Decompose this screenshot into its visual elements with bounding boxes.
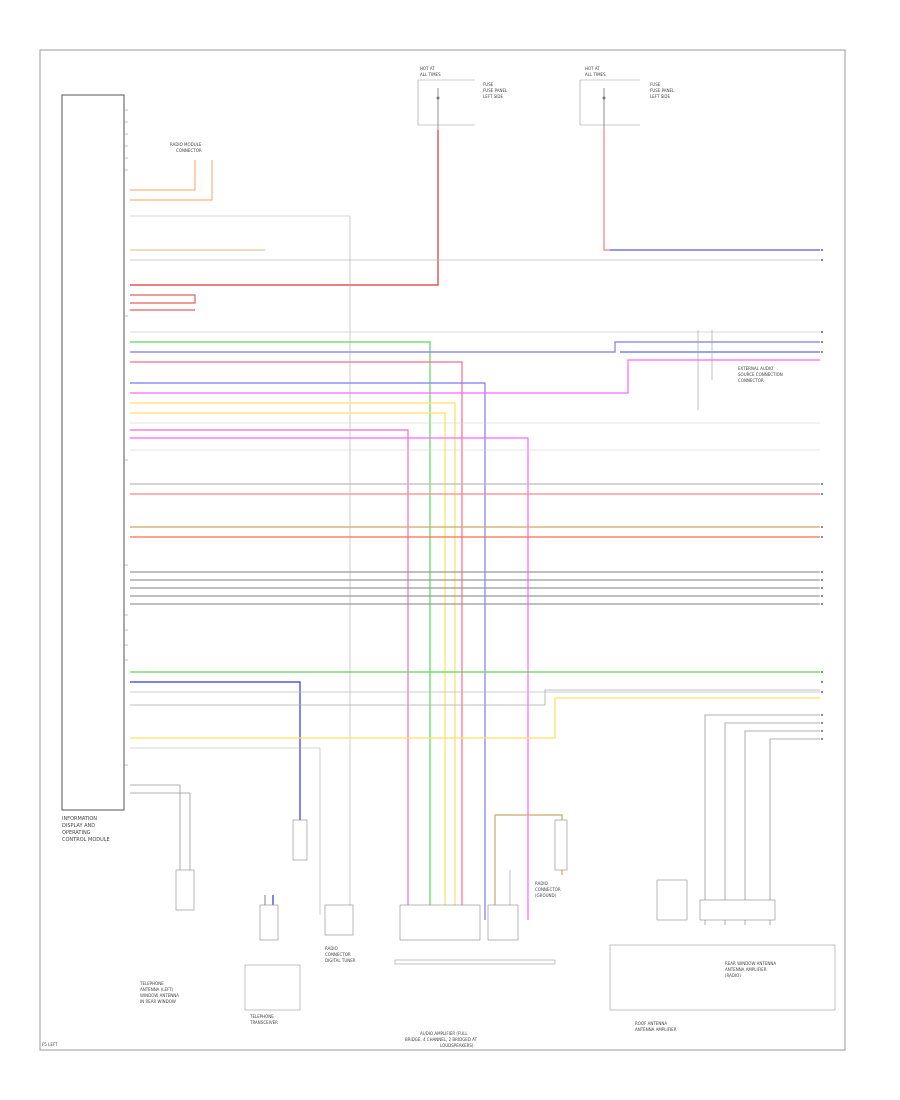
diagram-frame: [39, 49, 846, 1051]
external-audio-connector: EXTERNAL AUDIO SOURCE CONNECTION CONNECT…: [697, 330, 783, 410]
right-terminals: [821, 249, 823, 740]
module-label-line2: DISPLAY AND: [62, 823, 95, 829]
fuse-left-title: HOT AT: [420, 66, 435, 71]
radio-antenna-line1: TELEPHONE: [139, 981, 164, 986]
fuse-left-fuse: FUSE: [483, 82, 494, 87]
fuse-right-sub: ALL TIMES: [585, 72, 606, 77]
top-connector-sub: CONNECTOR: [176, 148, 202, 153]
top-connector: RADIO MODULE CONNECTOR: [130, 142, 213, 201]
fuse-top-left: HOT AT ALL TIMES FUSE FUSE PANEL LEFT SI…: [417, 66, 508, 130]
radio-antenna-line3: WINDOW ANTENNA: [140, 993, 179, 998]
footer-code: F5 LEFT: [42, 1042, 58, 1047]
signal-amp-label: ROOF ANTENNA ANTENNA AMPLIFIER: [635, 1021, 677, 1032]
amplifier-line2: BRIDGE, 4 CHANNEL, 2 BRIDGED AT: [405, 1037, 478, 1042]
digital-tuner-line2: CONNECTOR: [325, 952, 351, 957]
fuse-top-right: HOT AT ALL TIMES FUSE FUSE PANEL LEFT SI…: [579, 66, 675, 130]
module-label: INFORMATION DISPLAY AND OPERATING CONTRO…: [62, 816, 110, 843]
inline-connectors: [175, 819, 776, 941]
main-module-box: [61, 94, 125, 811]
radio-module-right-line1: RADIO: [535, 881, 548, 886]
fuse-right-title: HOT AT: [585, 66, 600, 71]
bluetooth-line1: TELEPHONE: [249, 1014, 274, 1019]
fuse-left-panel: FUSE PANEL: [483, 88, 508, 93]
bluetooth-label: TELEPHONE TRANSCEIVER: [249, 1014, 278, 1025]
digital-tuner-label: RADIO CONNECTOR DIGITAL TUNER: [325, 946, 356, 963]
top-connector-label: RADIO MODULE: [170, 142, 202, 147]
amplifier-line1: AUDIO AMPLIFIER (FULL: [420, 1031, 468, 1036]
radio-antenna-line4: IN REAR WINDOW: [140, 999, 176, 1004]
fuse-left-sub: ALL TIMES: [420, 72, 441, 77]
bottom-components: [244, 944, 836, 1011]
radio-module-right-label: RADIO CONNECTOR (GROUND): [535, 881, 562, 898]
signal-amp-line1: ROOF ANTENNA: [635, 1021, 667, 1026]
wires: [130, 130, 820, 935]
external-audio-label-1: EXTERNAL AUDIO: [738, 366, 773, 371]
fuse-right-side: LEFT SIDE: [650, 94, 671, 99]
radio-antenna-line2: ANTENNA (LEFT): [140, 987, 174, 992]
antenna-right-label: REAR WINDOW ANTENNA ANTENNA AMPLIFIER (R…: [725, 961, 777, 978]
radio-antenna-label: TELEPHONE ANTENNA (LEFT) WINDOW ANTENNA …: [139, 981, 180, 1004]
amplifier-line3: LOUDSPEAKERS): [440, 1043, 474, 1048]
antenna-right-line3: (RADIO): [725, 973, 741, 978]
external-audio-label-2: SOURCE CONNECTION: [738, 372, 783, 377]
radio-module-right-line2: CONNECTOR: [535, 887, 561, 892]
module-label-line1: INFORMATION: [62, 816, 97, 822]
bluetooth-line2: TRANSCEIVER: [249, 1020, 278, 1025]
amplifier-label: AUDIO AMPLIFIER (FULL BRIDGE, 4 CHANNEL,…: [405, 1031, 478, 1048]
external-audio-label-3: CONNECTOR: [738, 378, 764, 383]
antenna-right-line1: REAR WINDOW ANTENNA: [725, 961, 776, 966]
antenna-right-line2: ANTENNA AMPLIFIER: [725, 967, 767, 972]
digital-tuner-line3: DIGITAL TUNER: [325, 958, 356, 963]
module-pins: [124, 109, 128, 766]
module-label-line3: OPERATING: [62, 830, 91, 836]
fuse-right-panel: FUSE PANEL: [650, 88, 675, 93]
signal-amp-line2: ANTENNA AMPLIFIER: [635, 1027, 677, 1032]
fuse-left-side: LEFT SIDE: [483, 94, 504, 99]
module-label-line4: CONTROL MODULE: [62, 837, 110, 843]
fuse-right-fuse: FUSE: [650, 82, 661, 87]
digital-tuner-line1: RADIO: [325, 946, 338, 951]
radio-module-right-line3: (GROUND): [535, 893, 557, 898]
